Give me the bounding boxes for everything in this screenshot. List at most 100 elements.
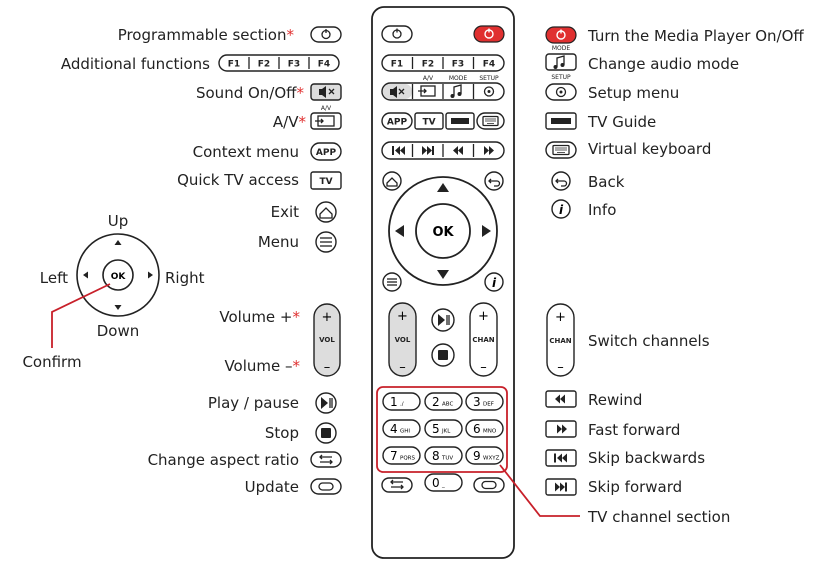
svg-text:VOL: VOL bbox=[319, 336, 335, 344]
remote-keyboard-icon bbox=[482, 115, 499, 127]
numpad-digit-9: 9 bbox=[473, 449, 481, 463]
numpad-key-1: 1./ bbox=[382, 392, 421, 411]
skip-backwards-icon bbox=[545, 449, 577, 467]
remote-setup-small-label: SETUP bbox=[479, 75, 499, 82]
numpad-letters-8: TUV bbox=[441, 456, 453, 462]
numpad-letters-5: JKL bbox=[441, 429, 451, 435]
svg-text:F3: F3 bbox=[288, 60, 300, 70]
remote-mute-icon bbox=[390, 86, 397, 98]
label-tv-channel-section: TV channel section bbox=[587, 508, 730, 526]
numpad-digit-1: 1 bbox=[390, 395, 398, 409]
remote-rewind-icon bbox=[453, 146, 463, 155]
label-exit: Exit bbox=[271, 203, 300, 221]
remote-aspect-button bbox=[381, 477, 413, 493]
remote-skip-back-icon bbox=[392, 146, 405, 155]
remote-volume-rocker: + VOL – bbox=[388, 302, 417, 377]
tv-button-icon: TV bbox=[310, 171, 342, 190]
numpad-letters-7: PQRS bbox=[400, 456, 415, 462]
label-quick-tv-access: Quick TV access bbox=[177, 171, 299, 189]
svg-text:F2: F2 bbox=[422, 60, 434, 70]
remote-back-button bbox=[484, 171, 504, 191]
play-pause-icon bbox=[315, 392, 337, 414]
label-volume-plus: Volume +* bbox=[219, 308, 300, 326]
label-context-menu: Context menu bbox=[193, 143, 299, 161]
svg-text:F4: F4 bbox=[318, 60, 330, 70]
rewind-icon bbox=[545, 390, 577, 408]
svg-text:F2: F2 bbox=[258, 60, 270, 70]
remote-down-arrow bbox=[437, 270, 449, 279]
remote-body: F1 F2 F3 F4 A/V MODE SETUP bbox=[371, 6, 515, 559]
remote-stop-button bbox=[431, 343, 455, 367]
label-additional-functions: Additional functions bbox=[61, 55, 210, 73]
remote-mode-small-label: MODE bbox=[449, 75, 468, 82]
dpad-up-arrow bbox=[114, 240, 122, 245]
svg-text:A/V: A/V bbox=[321, 105, 332, 112]
remote-ok-button bbox=[415, 203, 471, 259]
svg-text:APP: APP bbox=[316, 148, 337, 158]
svg-text:F3: F3 bbox=[452, 60, 464, 70]
dpad-ok-button bbox=[102, 259, 134, 291]
remote-up-arrow bbox=[437, 183, 449, 192]
numpad-letters-0: _ bbox=[441, 483, 445, 489]
remote-music-note-icon bbox=[453, 84, 462, 96]
svg-text:–: – bbox=[480, 360, 487, 375]
mute-icon bbox=[310, 83, 342, 101]
tv-channel-pointer-line bbox=[499, 464, 580, 517]
confirm-pointer-line bbox=[51, 283, 111, 348]
label-play-pause: Play / pause bbox=[208, 394, 299, 412]
numpad-digit-3: 3 bbox=[473, 395, 481, 409]
remote-ok-label: OK bbox=[432, 225, 454, 240]
back-icon bbox=[551, 171, 571, 191]
remote-skip-forward-icon bbox=[422, 146, 434, 155]
remote-row-mute-av-mode-setup bbox=[381, 82, 505, 101]
remote-right-arrow bbox=[482, 225, 491, 237]
right-labels: Turn the Media Player On/Off Change audi… bbox=[587, 27, 804, 526]
remote-menu-button bbox=[382, 272, 402, 292]
channel-rocker-icon: + CHAN – bbox=[546, 303, 575, 377]
remote-update-button bbox=[473, 477, 505, 493]
svg-text:SETUP: SETUP bbox=[551, 74, 571, 81]
svg-text:–: – bbox=[399, 360, 406, 375]
remote-info-button: i bbox=[484, 272, 504, 292]
numpad-digit-5: 5 bbox=[432, 422, 440, 436]
numpad-digit-8: 8 bbox=[432, 449, 440, 463]
label-left: Left bbox=[40, 269, 68, 287]
svg-text:F4: F4 bbox=[483, 60, 495, 70]
svg-text:i: i bbox=[559, 203, 564, 217]
label-skip-backwards: Skip backwards bbox=[588, 449, 705, 467]
remote-power-button bbox=[473, 25, 505, 43]
remote-setup-gear-icon bbox=[483, 86, 495, 97]
numpad-digit-7: 7 bbox=[390, 449, 398, 463]
info-icon: i bbox=[551, 199, 571, 219]
label-virtual-keyboard: Virtual keyboard bbox=[588, 140, 711, 158]
svg-text:CHAN: CHAN bbox=[472, 336, 494, 344]
label-audio-mode: Change audio mode bbox=[588, 55, 739, 73]
label-update: Update bbox=[245, 478, 299, 496]
remote-row-app-tv-guide-keyboard: APP TV bbox=[381, 112, 505, 130]
label-menu: Menu bbox=[258, 233, 299, 251]
remote-channel-rocker: + CHAN – bbox=[469, 302, 498, 377]
numpad-digit-0: 0 bbox=[432, 476, 440, 490]
svg-text:F1: F1 bbox=[391, 60, 403, 70]
remote-function-keys: F1 F2 F3 F4 bbox=[381, 54, 505, 72]
dpad-left-arrow bbox=[83, 271, 88, 279]
label-tv-guide: TV Guide bbox=[587, 113, 656, 131]
remote-programmable-button bbox=[381, 25, 413, 43]
label-volume-minus: Volume –* bbox=[224, 357, 300, 375]
audio-mode-icon: MODE bbox=[545, 45, 577, 71]
tv-guide-icon bbox=[545, 112, 577, 130]
left-icons: F1 F2 F3 F4 A/V APP TV bbox=[218, 26, 342, 495]
svg-text:i: i bbox=[492, 276, 497, 290]
svg-text:VOL: VOL bbox=[395, 336, 411, 344]
label-info: Info bbox=[588, 201, 616, 219]
svg-text:TV: TV bbox=[319, 177, 332, 187]
label-stop: Stop bbox=[265, 424, 299, 442]
menu-icon bbox=[315, 231, 337, 253]
svg-text:+: + bbox=[555, 310, 566, 325]
label-av: A/V* bbox=[273, 113, 307, 131]
numpad-letters-9: WXYZ bbox=[483, 456, 500, 462]
